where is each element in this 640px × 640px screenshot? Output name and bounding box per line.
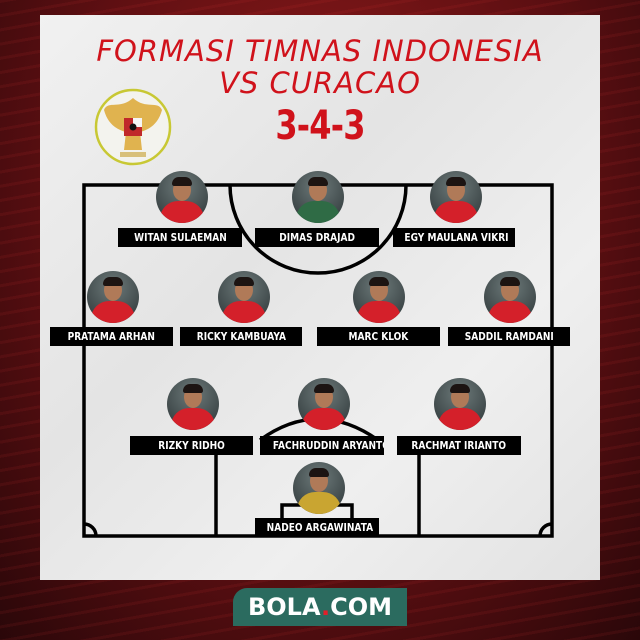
player-photo-egy-maulana-vikri <box>430 171 482 223</box>
player-photo-ricky-kambuaya <box>218 271 270 323</box>
player-label: SADDIL RAMDANI <box>448 327 570 346</box>
player-label: FACHRUDDIN ARYANTO <box>260 436 384 455</box>
player-label: RACHMAT IRIANTO <box>397 436 521 455</box>
player-label: MARC KLOK <box>317 327 440 346</box>
player-label: RIZKY RIDHO <box>130 436 253 455</box>
player-photo-rizky-ridho <box>167 378 219 430</box>
player-label: RICKY KAMBUAYA <box>180 327 302 346</box>
player-photo-rachmat-irianto <box>434 378 486 430</box>
player-label: WITAN SULAEMAN <box>118 228 242 247</box>
bola-com-logo: BOLA.COM <box>233 588 407 626</box>
player-photo-nadeo-argawinata <box>293 462 345 514</box>
player-photo-saddil-ramdani <box>484 271 536 323</box>
player-photo-fachruddin-aryanto <box>298 378 350 430</box>
title-line-2: VS CURACAO <box>219 66 421 100</box>
player-photo-pratama-arhan <box>87 271 139 323</box>
garuda-emblem-icon <box>94 88 172 166</box>
player-photo-dimas-drajad <box>292 171 344 223</box>
player-label: NADEO ARGAWINATA <box>255 518 379 537</box>
player-label: DIMAS DRAJAD <box>255 228 379 247</box>
formation-label: 3-4-3 <box>275 103 365 149</box>
player-label: PRATAMA ARHAN <box>50 327 173 346</box>
player-photo-marc-klok <box>353 271 405 323</box>
player-photo-witan-sulaeman <box>156 171 208 223</box>
title-line-1: FORMASI TIMNAS INDONESIA <box>96 34 544 68</box>
player-label: EGY MAULANA VIKRI <box>393 228 515 247</box>
